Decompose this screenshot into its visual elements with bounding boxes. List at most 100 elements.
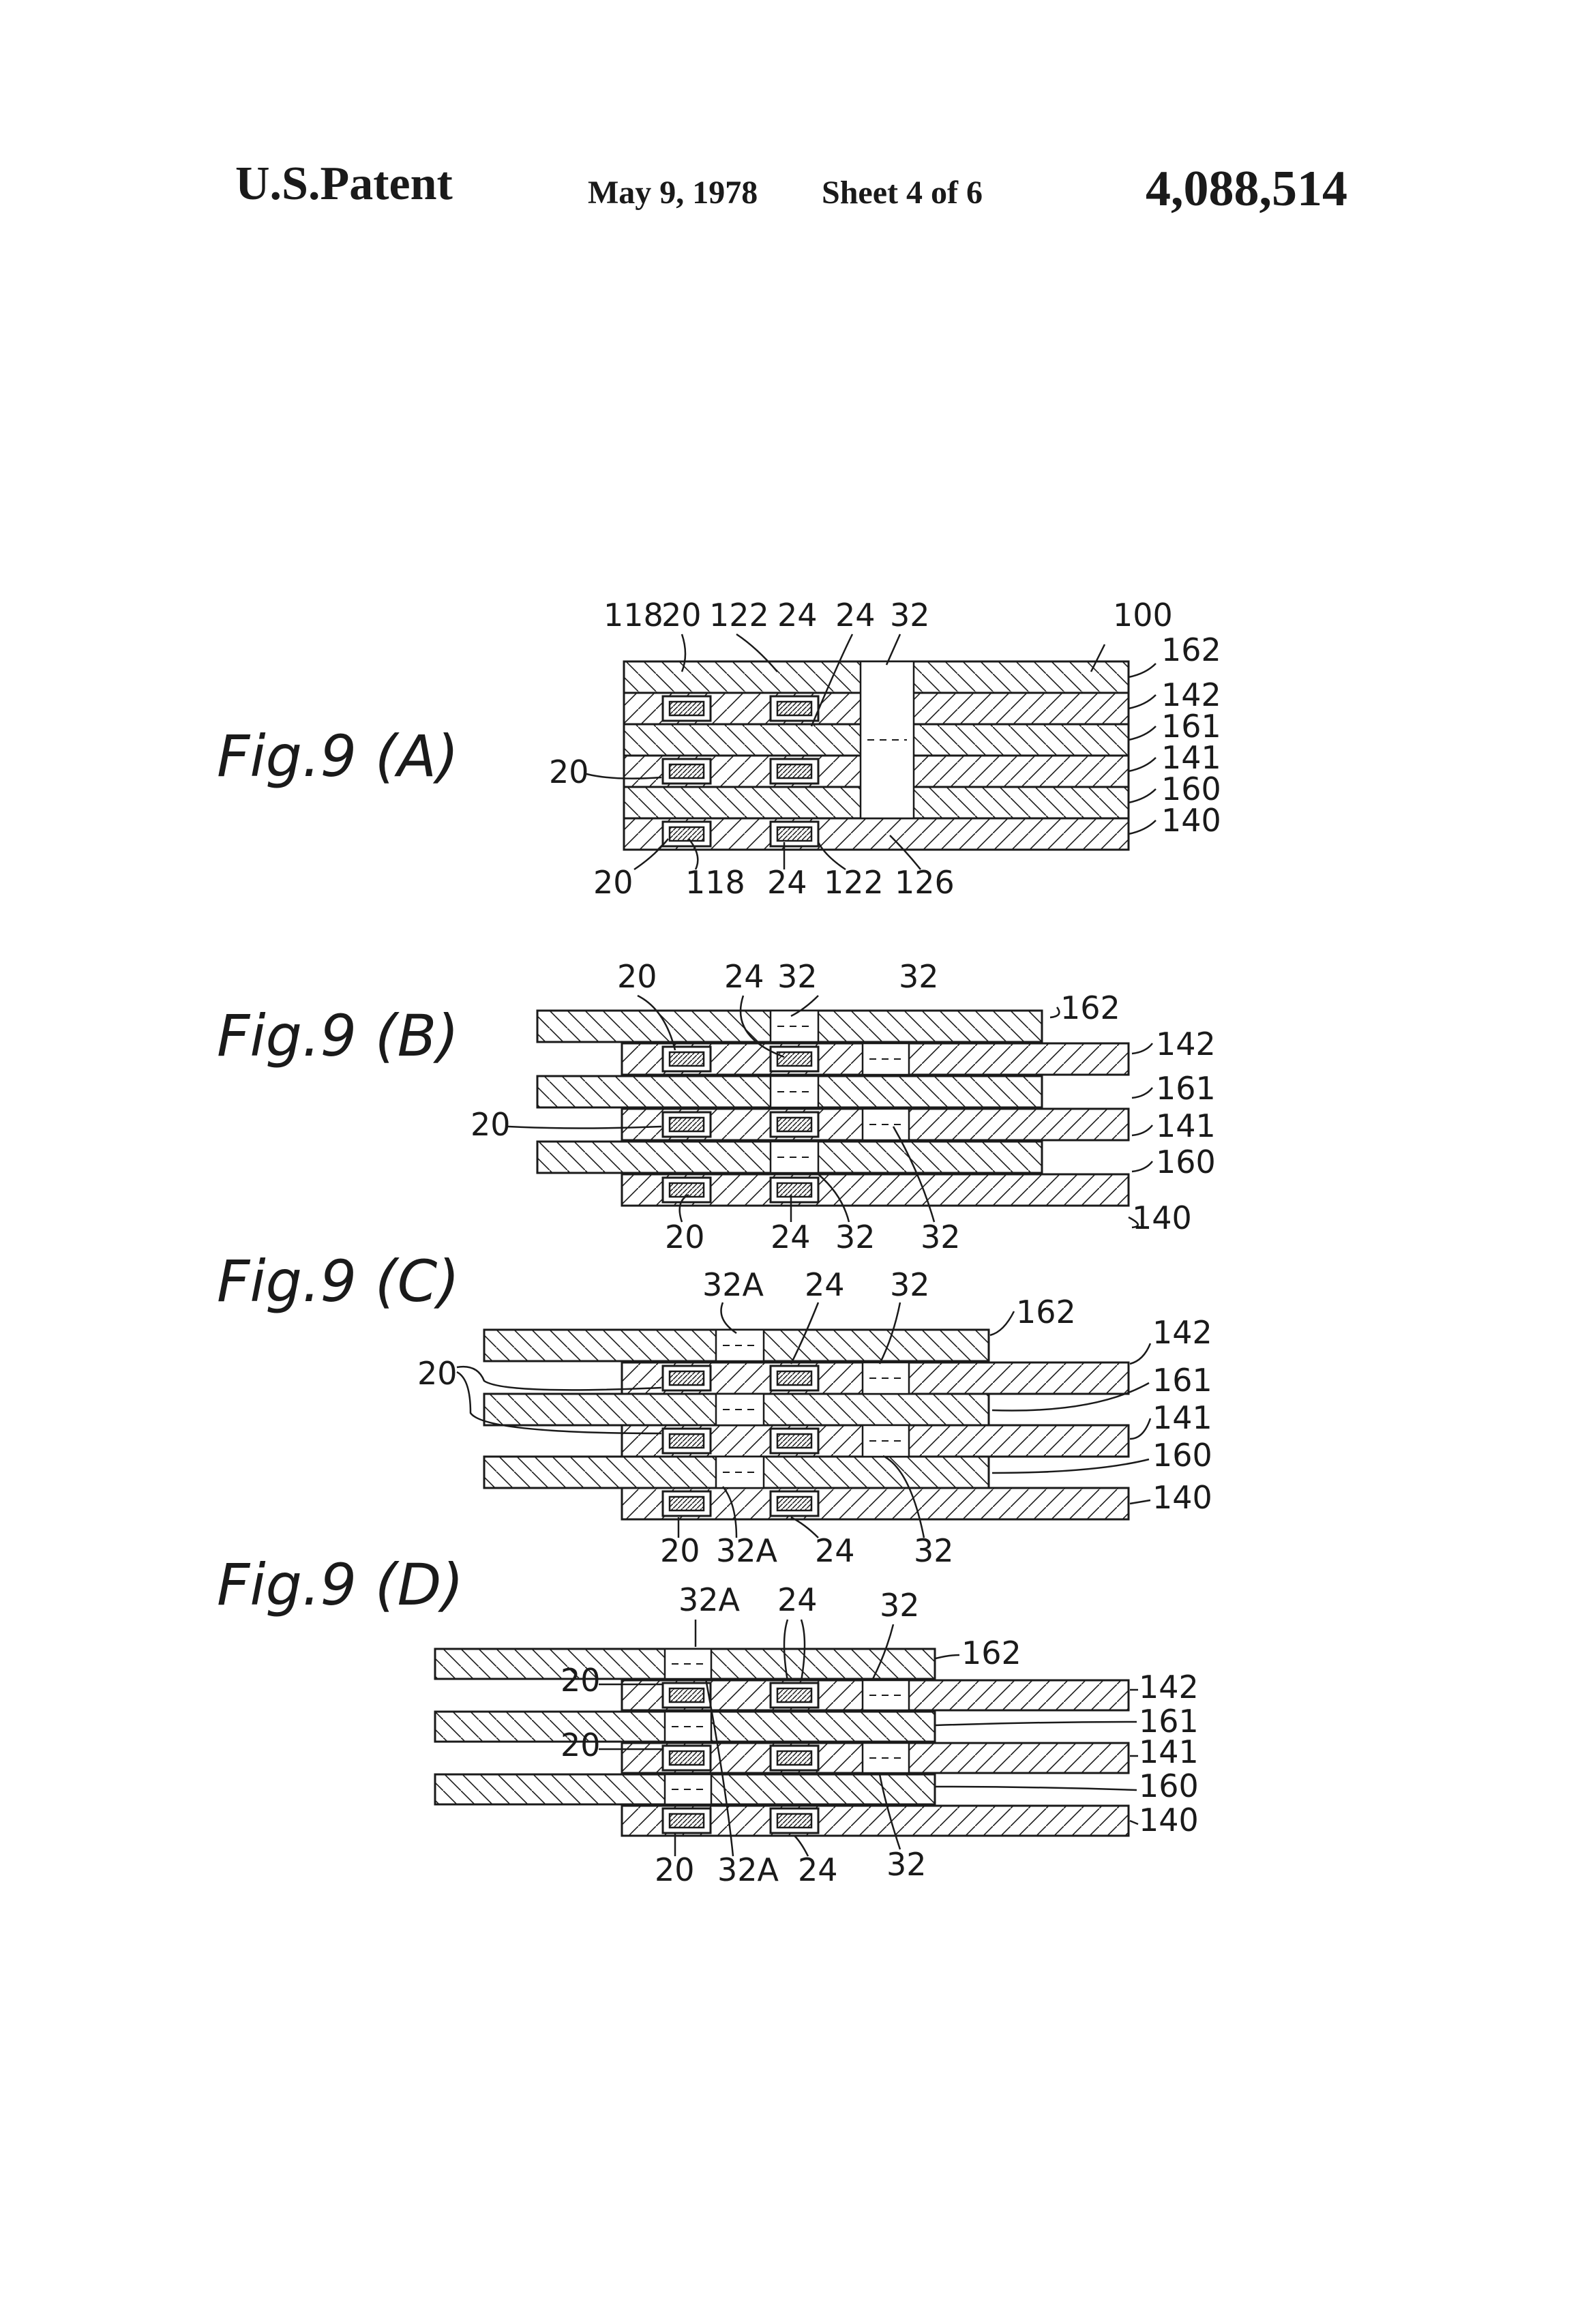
- fig-a-electrode-24-fill: [777, 827, 811, 841]
- fig-d-label-162: 162: [961, 1635, 1021, 1671]
- fig-d-electrode-20-fill: [670, 1751, 704, 1765]
- fig-a-electrode-20-fill: [670, 702, 704, 715]
- fig-d-label-24-top: 24: [777, 1581, 818, 1618]
- fig-c-label-32a-top: 32A: [702, 1266, 764, 1303]
- fig-b-label-160: 160: [1156, 1144, 1216, 1180]
- fig-c-leader-32a-top: [721, 1302, 737, 1333]
- fig-d-label-32a-bottom: 32A: [717, 1851, 779, 1888]
- fig-a-electrode-20-fill: [670, 764, 704, 778]
- fig-c-label-142: 142: [1152, 1314, 1212, 1351]
- fig-a-label-20-top: 20: [661, 597, 702, 634]
- fig-d-label-24-bottom: 24: [798, 1851, 838, 1888]
- fig-d-label-142: 142: [1139, 1669, 1199, 1705]
- fig-c-label-24-top: 24: [805, 1266, 845, 1303]
- fig-a-label-24-top2: 24: [835, 597, 876, 634]
- fig-a-label-100: 100: [1113, 597, 1173, 634]
- fig-c-leader-162: [990, 1311, 1014, 1335]
- fig-d-electrode-20-fill: [670, 1814, 704, 1828]
- fig-a-label-24-top: 24: [777, 597, 818, 634]
- fig-a-leader-161: [1129, 726, 1156, 740]
- fig-a-electrode-24-fill: [777, 702, 811, 715]
- fig-b-leader-142: [1132, 1043, 1152, 1054]
- fig-c-label-32a-bottom: 32A: [716, 1532, 778, 1569]
- fig-b-electrode-24-fill: [777, 1052, 811, 1066]
- fig-a-electrode-20-fill: [670, 827, 704, 841]
- fig-d-leader-160: [936, 1787, 1137, 1790]
- fig-b-electrode-24-fill: [777, 1183, 811, 1197]
- fig-a-leader-162: [1129, 664, 1156, 677]
- fig-d-label-32-top: 32: [880, 1587, 920, 1624]
- fig-b-leader-20-left: [508, 1127, 661, 1129]
- fig-a-label-126: 126: [895, 864, 955, 901]
- fig-c-label-20-bottom: 20: [660, 1532, 700, 1569]
- fig-b-label-162: 162: [1060, 989, 1120, 1026]
- fig-a-label-122-bottom: 122: [824, 864, 884, 901]
- fig-c-label-24-bottom: 24: [815, 1532, 855, 1569]
- fig-b-leader-160: [1132, 1161, 1152, 1172]
- fig-c-electrode-24-fill: [777, 1434, 811, 1448]
- fig-b-label-20-bottom: 20: [665, 1219, 705, 1255]
- fig-c-label-162: 162: [1016, 1294, 1076, 1330]
- fig-d-label-160: 160: [1139, 1768, 1199, 1804]
- fig-b-label-32-bottom-a: 32: [835, 1219, 876, 1255]
- fig-c-electrode-20-fill: [670, 1371, 704, 1385]
- fig-d-leader-162: [936, 1655, 959, 1658]
- fig-d-label-20-bottom: 20: [655, 1851, 695, 1888]
- fig-c-leader-141: [1130, 1418, 1150, 1439]
- fig-b-label-32-top-a: 32: [777, 958, 818, 995]
- fig-b-electrode-20-fill: [670, 1118, 704, 1131]
- fig-a-leader-32: [886, 634, 900, 665]
- fig-c-label-20-left: 20: [417, 1355, 458, 1392]
- fig-b-leader-162: [1050, 1007, 1059, 1017]
- fig-b-label-142: 142: [1156, 1026, 1216, 1062]
- fig-b-label-24-bottom: 24: [771, 1219, 811, 1255]
- fig-c-label-140: 140: [1152, 1479, 1212, 1516]
- fig-a-label-140: 140: [1161, 802, 1221, 839]
- fig-b-label-24-top: 24: [724, 958, 764, 995]
- fig-c-label-32-top: 32: [890, 1266, 930, 1303]
- fig-d-electrode-24-fill: [777, 1751, 811, 1765]
- fig-c-leader-140: [1130, 1500, 1150, 1504]
- fig-a-label-118-bottom: 118: [685, 864, 745, 901]
- fig-a-electrode-24-fill: [777, 764, 811, 778]
- fig-c-electrode-20-fill: [670, 1497, 704, 1510]
- fig-c-label-32-bottom: 32: [914, 1532, 954, 1569]
- fig-c-label-141: 141: [1152, 1399, 1212, 1436]
- fig-c-electrode-20-fill: [670, 1434, 704, 1448]
- fig-a-label-20-bottom: 20: [593, 864, 633, 901]
- fig-d-label-141: 141: [1139, 1733, 1199, 1770]
- fig-d-leader-140: [1130, 1821, 1138, 1824]
- fig-a-label-32: 32: [890, 597, 930, 634]
- fig-b-label-141: 141: [1156, 1107, 1216, 1144]
- fig-c-leader-142: [1130, 1343, 1150, 1364]
- fig-a-label-118: 118: [603, 597, 663, 634]
- fig-b-electrode-20-fill: [670, 1183, 704, 1197]
- fig-a-leader-140: [1129, 820, 1156, 834]
- fig-a-label-162: 162: [1161, 631, 1221, 668]
- fig-b-leader-141: [1132, 1125, 1152, 1135]
- fig-a-leader-142: [1129, 695, 1156, 709]
- fig-b-leader-161: [1132, 1088, 1152, 1098]
- fig-d-leader-161: [936, 1722, 1137, 1725]
- fig-b-electrode-20-fill: [670, 1052, 704, 1066]
- fig-a-label-122: 122: [709, 597, 769, 634]
- fig-b-label-20-top: 20: [617, 958, 657, 995]
- fig-c-electrode-24-fill: [777, 1371, 811, 1385]
- fig-c-leader-160: [992, 1459, 1149, 1473]
- fig-d-label-32-bottom: 32: [886, 1846, 927, 1883]
- fig-b-label-32-top-b: 32: [899, 958, 939, 995]
- fig-b-label-140: 140: [1132, 1200, 1192, 1236]
- fig-b-label-161: 161: [1156, 1070, 1216, 1107]
- fig-c-label-160: 160: [1152, 1437, 1212, 1474]
- fig-c-label-161: 161: [1152, 1362, 1212, 1399]
- fig-d-label-20-b: 20: [561, 1727, 601, 1763]
- fig-a-label-20-left: 20: [549, 754, 589, 790]
- fig-a-leader-160: [1129, 789, 1156, 803]
- fig-b-electrode-24-fill: [777, 1118, 811, 1131]
- fig-d-electrode-24-fill: [777, 1688, 811, 1702]
- fig-d-electrode-24-fill: [777, 1814, 811, 1828]
- fig-b-label-20-left: 20: [471, 1106, 511, 1143]
- fig-d-electrode-20-fill: [670, 1688, 704, 1702]
- fig-b-label-32-bottom-b: 32: [921, 1219, 961, 1255]
